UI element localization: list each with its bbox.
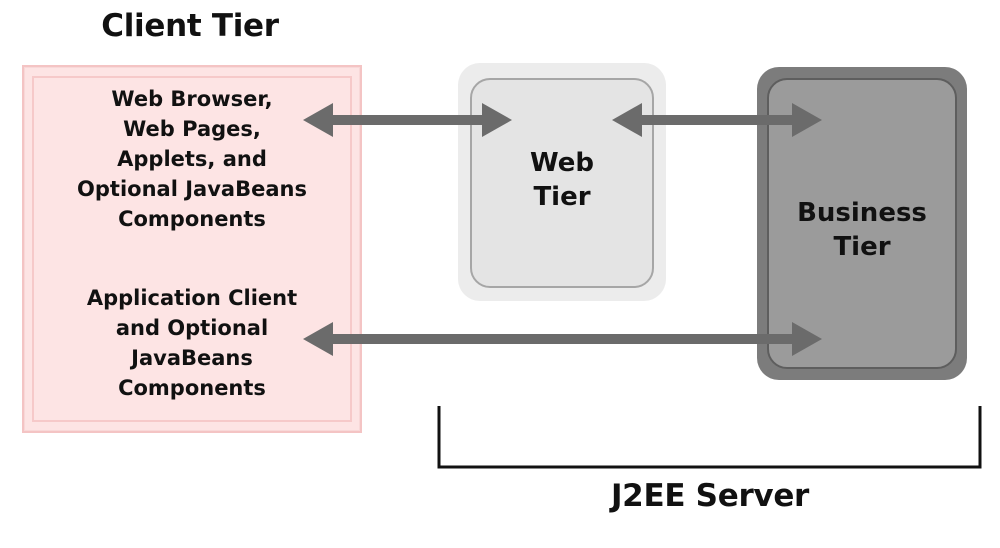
application-client-text: Application Client and Optional JavaBean… xyxy=(86,286,298,400)
client-business-arrow xyxy=(303,322,822,356)
web-browser-client-text: Web Browser, Web Pages, Applets, and Opt… xyxy=(77,87,307,231)
web-tier-box xyxy=(470,78,654,288)
business-tier-label: Business Tier xyxy=(797,198,927,262)
client-tier-box xyxy=(22,65,362,433)
client-tier-title: Client Tier xyxy=(101,8,279,44)
j2ee-server-bracket xyxy=(437,406,982,469)
web-business-arrow xyxy=(612,103,822,137)
client-tier-inner-border xyxy=(32,76,352,422)
web-tier-label: Web Tier xyxy=(530,148,594,212)
j2ee-server-label: J2EE Server xyxy=(610,478,810,514)
client-web-arrow xyxy=(303,103,512,137)
